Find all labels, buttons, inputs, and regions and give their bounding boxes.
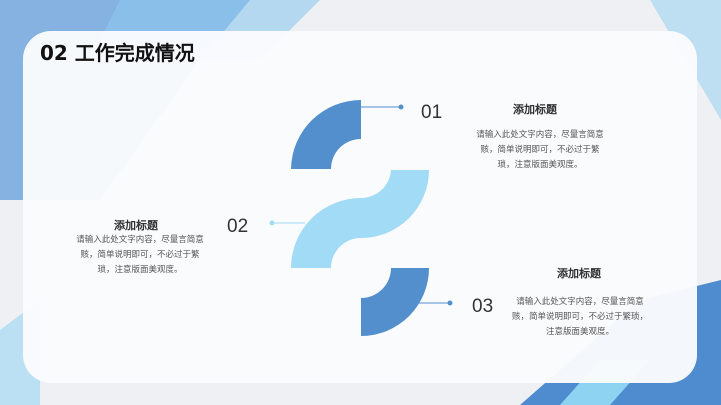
text-line: 赅，简单说明即可，不必过于繁琐， [511,312,648,322]
text-line: 赅，简单说明即可，不必过于繁 [480,145,600,155]
item-text-02: 请输入此处文字内容，尽量言简意 赅，简单说明即可，不必过于繁 琐，注意版面美观度… [60,233,220,278]
item-number-03: 03 [472,296,494,317]
item-text-03: 请输入此处文字内容，尽量言简意 赅，简单说明即可，不必过于繁琐， 注意版面美观度… [500,295,660,340]
connector-dot-01 [398,104,404,110]
item-heading-01: 添加标题 [513,103,557,116]
connector-dot-02 [269,220,275,226]
text-line: 请输入此处文字内容，尽量言简意 [76,235,204,245]
text-line: 赅，简单说明即可，不必过于繁 [80,250,200,260]
text-line: 注意版面美观度。 [545,327,614,337]
text-line: 琐，注意版面美观度。 [497,160,583,170]
page-title: 02 工作完成情况 [40,41,195,65]
segment-03 [361,268,429,336]
segment-02 [291,170,429,268]
text-line: 请输入此处文字内容，尽量言简意 [476,130,604,140]
item-text-01: 请输入此处文字内容，尽量言简意 赅，简单说明即可，不必过于繁 琐，注意版面美观度… [460,128,620,173]
segment-01 [291,99,361,169]
connector-dot-03 [447,300,453,306]
text-line: 琐，注意版面美观度。 [97,265,183,275]
text-line: 请输入此处文字内容，尽量言简意 [516,297,644,307]
item-heading-03: 添加标题 [557,267,601,280]
item-number-02: 02 [227,216,249,237]
item-number-01: 01 [421,102,443,123]
item-heading-02: 添加标题 [114,219,158,232]
